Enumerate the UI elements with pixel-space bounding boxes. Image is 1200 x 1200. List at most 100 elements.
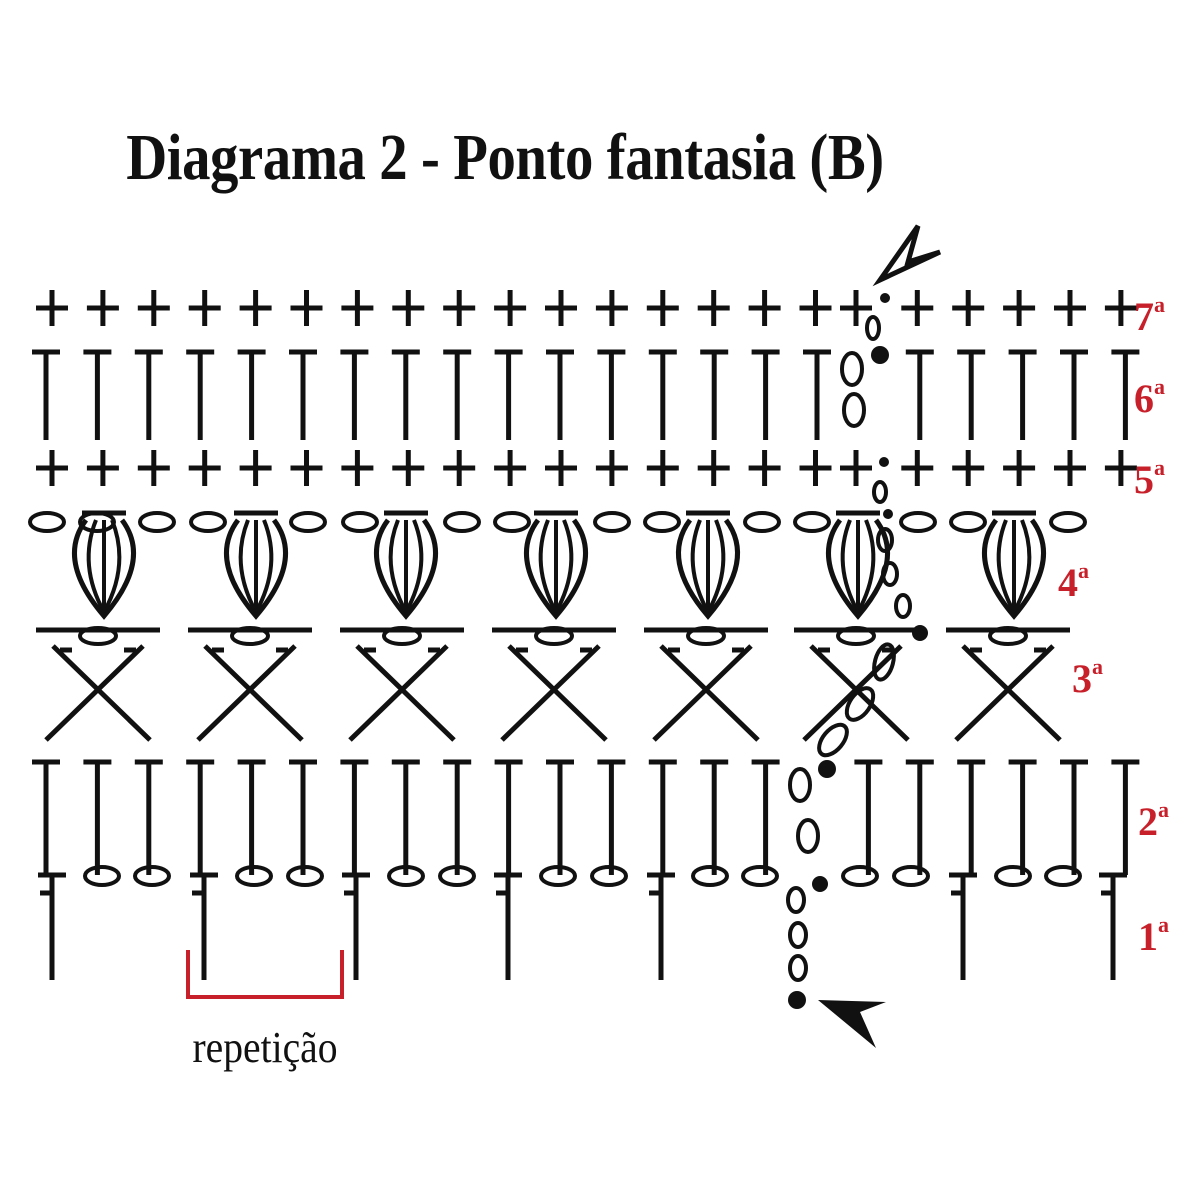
chain-stitch xyxy=(994,865,1032,887)
double-crochet xyxy=(905,759,934,875)
double-crochet xyxy=(957,759,986,875)
puff-loop xyxy=(996,519,1016,613)
puff-loop xyxy=(102,519,122,613)
chain-stitch xyxy=(872,642,896,682)
single-crochet xyxy=(86,450,119,486)
double-crochet xyxy=(32,759,60,875)
single-crochet xyxy=(341,290,374,326)
row-3-stitches xyxy=(36,625,1070,742)
chain-stitch xyxy=(788,954,808,982)
single-crochet xyxy=(1054,290,1086,326)
single-crochet xyxy=(443,290,476,326)
double-crochet xyxy=(648,759,677,875)
chain-stitch xyxy=(1049,511,1087,533)
double-crochet xyxy=(546,349,574,440)
puff-outline xyxy=(825,518,891,620)
chain-stitch xyxy=(836,626,876,646)
single-crochet xyxy=(646,450,679,486)
chain-stitch xyxy=(844,686,876,722)
puff-loop xyxy=(238,519,258,613)
single-crochet xyxy=(901,450,934,486)
single-crochet xyxy=(341,450,374,486)
double-crochet xyxy=(494,349,523,440)
double-crochet xyxy=(700,759,729,875)
row-label-2: 2a xyxy=(1138,797,1169,844)
single-crochet xyxy=(952,450,985,486)
single-crochet xyxy=(799,290,832,326)
chain-stitch xyxy=(892,865,930,887)
puff-loop xyxy=(706,519,726,613)
puff-outline xyxy=(523,518,589,620)
chain-stitch xyxy=(133,865,171,887)
single-crochet xyxy=(239,290,272,326)
double-crochet xyxy=(391,759,420,875)
single-crochet xyxy=(36,450,68,486)
chain-stitch xyxy=(899,511,937,533)
single-crochet xyxy=(901,290,934,326)
single-crochet xyxy=(748,450,781,486)
double-crochet xyxy=(1111,759,1140,875)
double-crochet xyxy=(957,349,986,440)
cross-post xyxy=(355,644,456,742)
single-crochet xyxy=(952,290,985,326)
treble-crochet xyxy=(494,872,522,980)
double-crochet xyxy=(1111,349,1140,440)
repeat-bracket xyxy=(186,950,344,999)
puff-outline xyxy=(223,518,289,620)
chain-stitch xyxy=(817,722,849,758)
row-label-3: 3a xyxy=(1072,654,1103,701)
cross-post xyxy=(954,644,1055,742)
single-crochet xyxy=(748,290,781,326)
repeat-label: repetição xyxy=(192,1023,338,1072)
double-crochet xyxy=(546,759,574,875)
puff-stitch xyxy=(981,510,1047,620)
treble-crochet xyxy=(949,872,977,980)
puff-stitch xyxy=(675,510,741,620)
end-arrow-icon xyxy=(872,224,942,287)
puff-loop xyxy=(254,519,274,613)
puff-outline xyxy=(675,518,741,620)
single-crochet xyxy=(840,450,872,486)
chain-stitch xyxy=(788,921,808,949)
double-crochet xyxy=(237,349,266,440)
single-crochet xyxy=(697,450,730,486)
double-crochet xyxy=(751,759,780,875)
chain-stitch xyxy=(841,865,879,887)
chain-stitch xyxy=(793,511,831,533)
single-crochet xyxy=(188,450,221,486)
double-crochet xyxy=(289,349,317,440)
crossed-double-crochet xyxy=(794,627,918,742)
chain-stitch xyxy=(28,511,66,533)
chain-stitch xyxy=(876,527,894,553)
single-crochet xyxy=(545,290,577,326)
row-label-1: 1a xyxy=(1138,912,1169,959)
double-crochet xyxy=(289,759,317,875)
double-crochet xyxy=(597,349,626,440)
puff-loop xyxy=(840,519,860,613)
cross-post xyxy=(500,644,601,742)
chain-stitch xyxy=(988,626,1028,646)
puff-loop xyxy=(1012,519,1032,613)
chain-stitch xyxy=(788,767,812,803)
cross-post xyxy=(51,644,152,742)
double-crochet xyxy=(391,349,420,440)
chain-stitch xyxy=(840,351,864,387)
crossed-double-crochet xyxy=(36,627,160,742)
crossed-double-crochet xyxy=(946,627,1070,742)
chain-stitch xyxy=(83,865,121,887)
double-crochet xyxy=(494,759,523,875)
single-crochet xyxy=(137,290,170,326)
slip-stitch xyxy=(812,876,828,892)
single-crochet xyxy=(137,450,170,486)
crossed-double-crochet xyxy=(492,627,616,742)
double-crochet xyxy=(648,349,677,440)
double-crochet xyxy=(443,759,472,875)
treble-crochet xyxy=(1099,872,1127,980)
double-crochet xyxy=(854,759,883,875)
chain-stitch xyxy=(686,626,726,646)
chain-stitch xyxy=(894,593,912,619)
chain-stitch xyxy=(872,480,888,504)
chain-stitch xyxy=(382,626,422,646)
single-crochet xyxy=(1003,450,1036,486)
crossed-double-crochet xyxy=(340,627,464,742)
